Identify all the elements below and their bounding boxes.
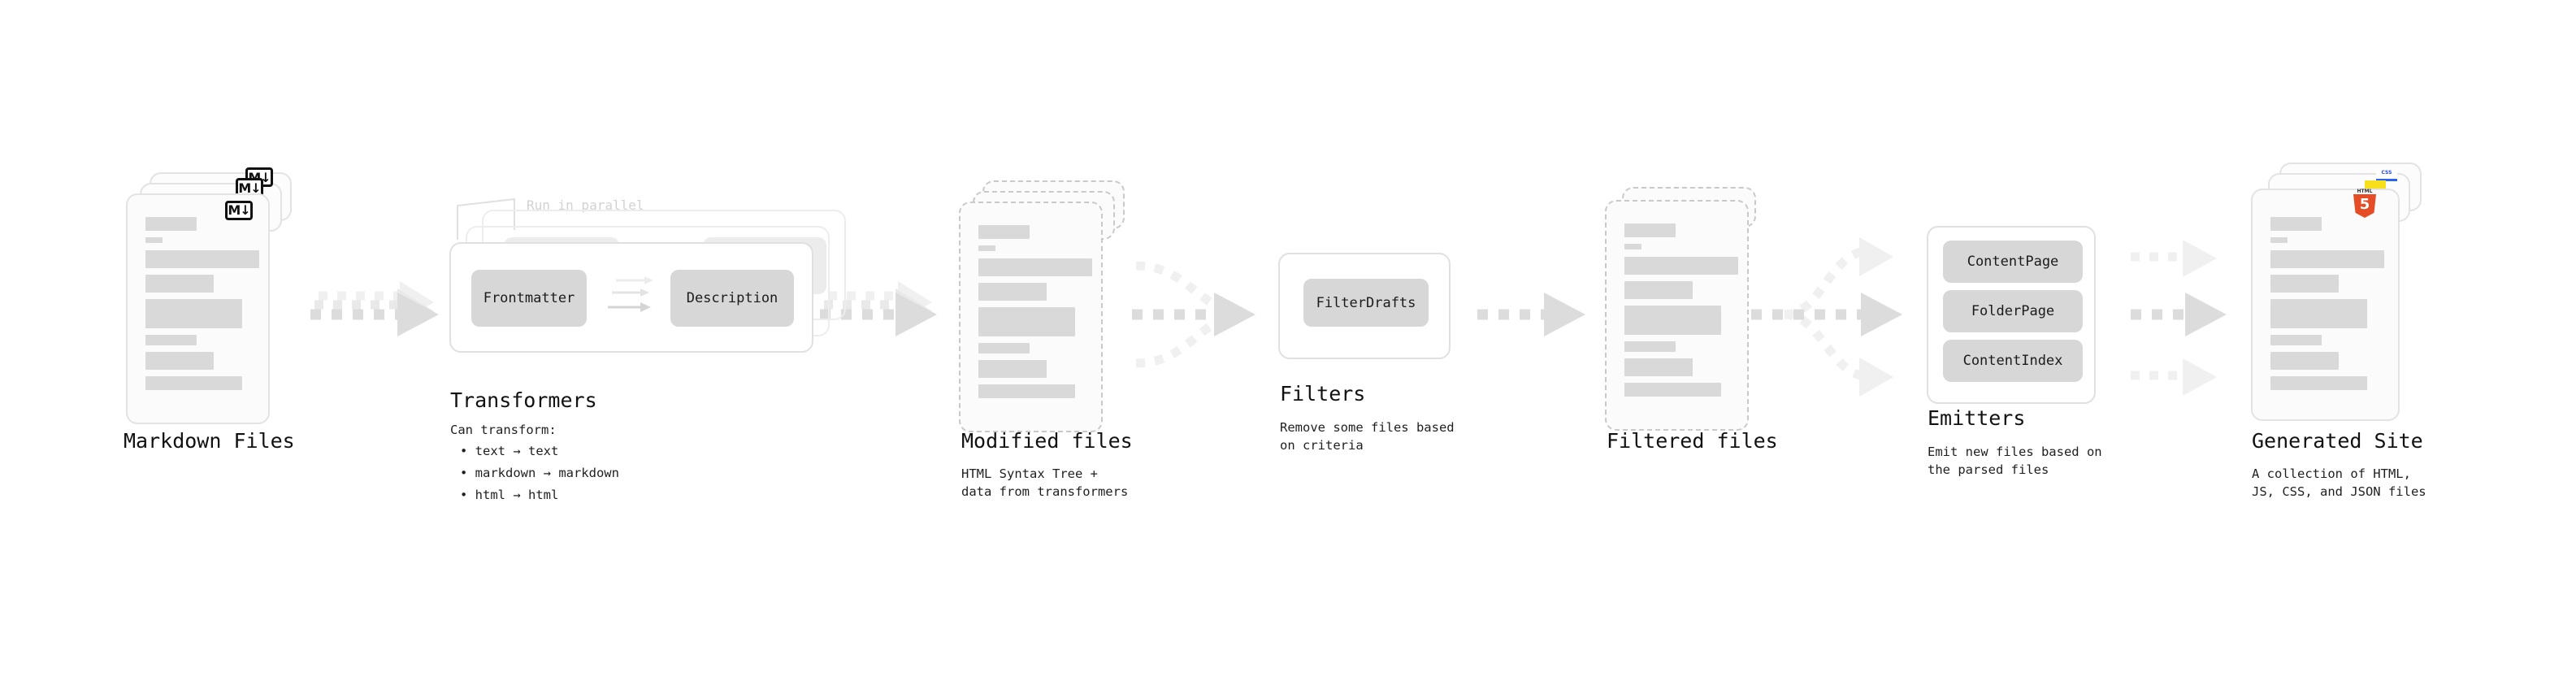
emitter-pill-folderpage[interactable]: FolderPage <box>1943 290 2083 332</box>
filtered-files-card-stack <box>1601 187 1788 439</box>
arrow-modified-to-filters <box>1132 261 1255 368</box>
emitter-pill-contentpage[interactable]: ContentPage <box>1943 241 2083 283</box>
stage-title-markdown-files: Markdown Files <box>124 429 295 453</box>
transformers-bullet-1: • markdown → markdown <box>460 466 619 480</box>
doc-bar <box>978 283 1047 301</box>
doc-bar <box>978 245 995 251</box>
emitter-pill-contentindex[interactable]: ContentIndex <box>1943 340 2083 382</box>
doc-bar <box>978 225 1030 239</box>
doc-bar <box>145 376 242 390</box>
doc-bar <box>145 299 242 328</box>
doc-bar <box>1624 223 1676 237</box>
doc-bar <box>1624 383 1721 397</box>
css-badge: CSS <box>2376 171 2397 181</box>
transformer-pill-description[interactable]: Description <box>670 270 794 327</box>
stage-title-modified-files: Modified files <box>961 429 1133 453</box>
html5-badge: HTML 5 <box>2353 189 2377 218</box>
doc-bar <box>1624 244 1641 249</box>
doc-bar <box>2270 275 2339 293</box>
doc-bar <box>145 335 197 345</box>
doc-bar <box>978 384 1075 398</box>
doc-bar <box>1624 257 1738 275</box>
doc-bar <box>978 307 1075 336</box>
markdown-files-card-stack: M↓ M↓ M↓ <box>122 167 309 424</box>
transformer-pill-frontmatter[interactable]: Frontmatter <box>471 270 587 327</box>
arrow-filters-to-filtered <box>1477 293 1585 336</box>
doc-bar <box>2270 299 2367 328</box>
doc-bar <box>145 217 197 231</box>
generated-site-card-stack: CSS HTML 5 <box>2247 163 2442 423</box>
generated-site-subtitle: A collection of HTML, JS, CSS, and JSON … <box>2252 466 2426 499</box>
markdown-card <box>126 193 270 424</box>
filters-subtitle: Remove some files based on criteria <box>1280 420 1455 453</box>
doc-bar <box>978 258 1092 276</box>
emitters-subtitle: Emit new files based on the parsed files <box>1928 445 2102 477</box>
doc-bar <box>2270 217 2322 231</box>
doc-bar <box>2270 352 2339 370</box>
doc-bar <box>145 250 259 268</box>
modified-files-card-stack <box>955 180 1142 432</box>
transformers-bullet-2: • html → html <box>460 488 559 502</box>
transformer-box[interactable]: Frontmatter Description <box>449 242 813 353</box>
doc-bar <box>2270 335 2322 345</box>
html5-shield-icon: 5 <box>2353 194 2376 218</box>
stage-title-emitters: Emitters <box>1928 406 2026 430</box>
doc-bar <box>1624 306 1721 335</box>
stage-title-transformers: Transformers <box>450 388 597 412</box>
generated-site-card <box>2251 189 2400 421</box>
doc-bar <box>145 352 214 370</box>
doc-bar <box>1624 341 1676 352</box>
doc-bar <box>145 275 214 293</box>
run-in-parallel-note: Run in parallel <box>527 197 644 213</box>
arrow-emitters-to-site <box>2131 240 2227 396</box>
transformers-stack: Frontmatter Description <box>449 210 856 356</box>
doc-bar <box>978 360 1047 378</box>
doc-bar <box>2270 237 2288 243</box>
stage-title-filtered-files: Filtered files <box>1607 429 1778 453</box>
doc-bar <box>2270 250 2384 268</box>
filtered-card <box>1605 200 1749 431</box>
markdown-badge: M↓ <box>225 201 253 220</box>
transformers-bullet-0: • text → text <box>460 444 559 458</box>
stage-title-generated-site: Generated Site <box>2252 429 2423 453</box>
stage-title-filters: Filters <box>1280 382 1366 406</box>
doc-bar <box>978 343 1030 354</box>
filters-box[interactable]: FilterDrafts <box>1278 253 1451 359</box>
doc-bar <box>1624 358 1693 376</box>
modified-card <box>959 202 1103 432</box>
emitters-box[interactable]: ContentPage FolderPage ContentIndex <box>1927 226 2096 404</box>
html5-wordmark: HTML <box>2357 189 2373 194</box>
doc-bar <box>145 237 163 243</box>
modified-files-subtitle: HTML Syntax Tree + data from transformer… <box>961 466 1129 499</box>
arrow-markdown-to-transformers <box>310 281 439 336</box>
doc-bar <box>2270 376 2367 390</box>
filter-pill-filterdrafts[interactable]: FilterDrafts <box>1303 279 1429 327</box>
doc-bar <box>1624 281 1693 299</box>
transformers-subtitle: Can transform: <box>450 423 557 437</box>
